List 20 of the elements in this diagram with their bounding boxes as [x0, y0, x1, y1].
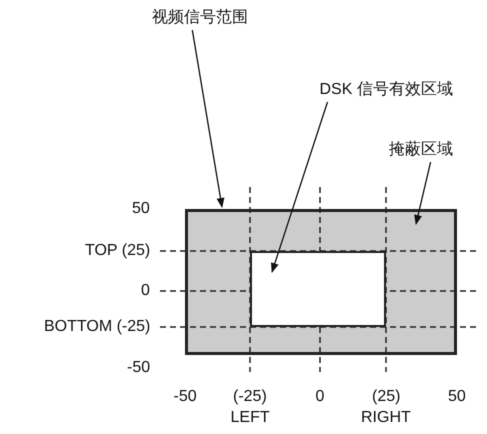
axis-label: (-25) [233, 388, 267, 406]
region-caption: 视频信号范围 [152, 9, 248, 27]
axis-label: 0 [316, 388, 324, 406]
active-area-rect [250, 251, 386, 327]
axis-label: -50 [127, 359, 150, 377]
axis-label: (25) [372, 388, 400, 406]
region-caption: DSK 信号有效区域 [320, 81, 453, 99]
leader-line [192, 30, 224, 208]
axis-label: 50 [132, 200, 150, 218]
axis-label: LEFT [230, 409, 270, 427]
axis-label: RIGHT [361, 409, 411, 427]
region-caption: 掩蔽区域 [389, 141, 453, 159]
axis-label: 0 [141, 282, 150, 300]
axis-label: TOP (25) [85, 242, 150, 260]
leader-line [414, 162, 432, 225]
axis-label: BOTTOM (-25) [44, 318, 150, 336]
leader-line [271, 102, 328, 273]
axis-label: -50 [174, 388, 197, 406]
axis-label: 50 [448, 388, 466, 406]
signal-range-rect [185, 209, 457, 355]
